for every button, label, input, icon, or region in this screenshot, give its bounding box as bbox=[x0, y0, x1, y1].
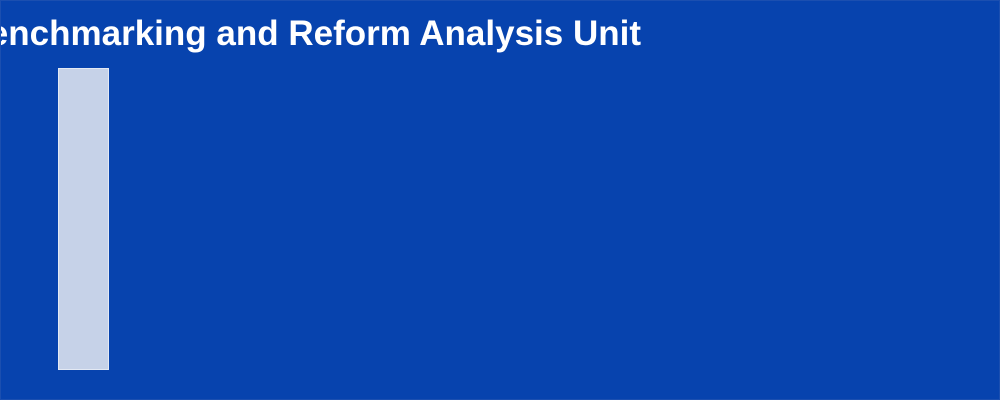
banner-title-text: Benchmarking and Reform Analysis Unit bbox=[1, 14, 641, 53]
side-panel bbox=[58, 68, 109, 370]
banner-title: Benchmarking and Reform Analysis Unit bbox=[1, 10, 641, 58]
